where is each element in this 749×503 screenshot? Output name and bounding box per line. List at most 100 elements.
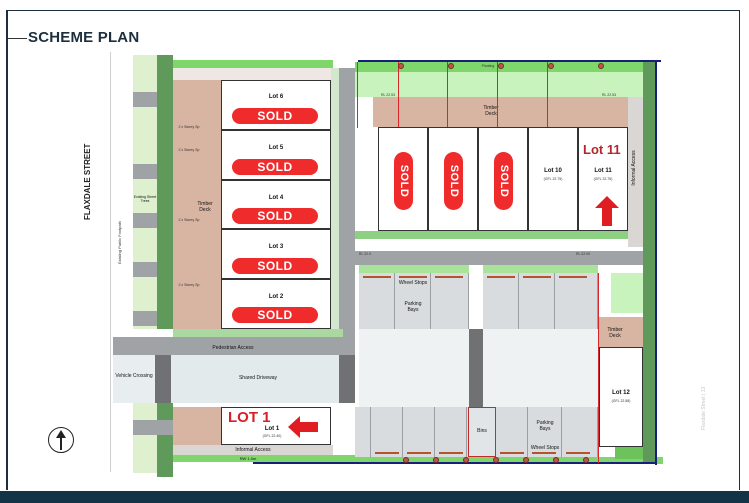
parking-bay[interactable] xyxy=(528,407,562,457)
driveway-stub xyxy=(133,311,158,326)
lawn-bottom-right xyxy=(355,457,663,464)
lot-12-deck xyxy=(599,317,643,347)
wheel-stop xyxy=(399,276,427,278)
lot-1-deck xyxy=(173,407,221,445)
bins-enclosure: Bins xyxy=(468,407,496,457)
wheel-stop xyxy=(559,276,587,278)
tree-icon xyxy=(553,457,559,463)
north-units-hedge xyxy=(355,231,655,239)
north-arrow-shaft xyxy=(60,432,62,450)
rl-top-right: RL 22.53 xyxy=(601,93,617,97)
lot-7-unit[interactable]: SOLD xyxy=(378,127,428,231)
north-strip-boundary xyxy=(358,60,661,62)
rl-mid-right: RL 22.00 xyxy=(575,252,591,256)
storey-note: 2 x Storey Sp xyxy=(178,125,200,129)
parking-bay[interactable] xyxy=(359,273,395,329)
parking-bays-label: Parking Bays xyxy=(536,420,554,432)
driveway-stub xyxy=(133,92,158,107)
parking-bay[interactable] xyxy=(355,407,371,457)
central-lane xyxy=(355,251,655,265)
north-arrow-icon xyxy=(48,427,74,453)
pedestrian-access-label: Pedestrian Access xyxy=(212,345,254,351)
parking-hedge-right xyxy=(483,265,598,273)
wheel-stop xyxy=(363,276,391,278)
parking-bay[interactable] xyxy=(483,273,519,329)
page-title: SCHEME PLAN xyxy=(28,29,140,46)
access-lane-west xyxy=(339,68,355,368)
north-yards xyxy=(355,72,655,97)
lot-3-sold-badge: SOLD xyxy=(232,258,318,274)
parking-bay[interactable] xyxy=(562,407,598,457)
lot-5-unit[interactable]: Lot 5 SOLD xyxy=(221,130,331,180)
informal-access-right-label: Informal Access xyxy=(631,150,637,186)
lot-boundary xyxy=(547,62,548,128)
tree-icon xyxy=(398,63,404,69)
parking-bay[interactable] xyxy=(435,407,467,457)
lot-1-verge xyxy=(133,403,157,473)
lot-2-unit[interactable]: Lot 2 SOLD xyxy=(221,279,331,329)
footer-bar xyxy=(0,491,749,503)
pedestrian-access xyxy=(113,337,355,355)
lot-12-lawn xyxy=(615,447,643,459)
lot-12-label: Lot 12 xyxy=(612,390,630,396)
lot-2-sold-badge: SOLD xyxy=(232,307,318,323)
arrow-left-icon xyxy=(288,416,318,438)
hedge-south-units xyxy=(173,329,343,337)
lot-11-unit[interactable]: Lot 11 Lot 11 (GFL 22.75) xyxy=(578,127,628,231)
lot-10-label: Lot 10 xyxy=(544,168,562,174)
shared-driveway xyxy=(171,355,339,403)
parking-bay[interactable] xyxy=(496,407,528,457)
north-arrow-head xyxy=(56,430,66,438)
parking-canopy-right xyxy=(483,329,598,407)
title-rule xyxy=(8,38,27,39)
watermark: Flaxdale Street | 13 xyxy=(701,386,707,430)
lot-1-label: Lot 1 xyxy=(264,426,280,432)
wheel-stop xyxy=(500,452,524,454)
parking-bay[interactable] xyxy=(395,273,431,329)
lot-8-unit[interactable]: SOLD xyxy=(428,127,478,231)
planting-strip xyxy=(331,68,339,329)
lot-10-unit[interactable]: Lot 10 (GFL 22.75) xyxy=(528,127,578,231)
vehicle-crossing-label: Vehicle Crossing xyxy=(115,373,153,379)
lot-7-sold-badge: SOLD xyxy=(394,152,413,210)
rw-bottom-label: RW 1.0m xyxy=(239,456,257,461)
existing-street-trees-label: Existing Street Trees xyxy=(133,195,157,203)
parking-bays-north-left: Wheel Stops Parking Bays xyxy=(359,273,469,329)
wheel-stop xyxy=(523,276,551,278)
timber-deck-top-label: Timber Deck xyxy=(483,105,499,117)
parking-bay[interactable] xyxy=(555,273,598,329)
informal-access-right xyxy=(628,97,643,247)
parking-canopy-left xyxy=(359,329,469,407)
parking-bay[interactable] xyxy=(403,407,435,457)
parking-bays-label: Parking Bays xyxy=(404,301,422,313)
lot-boundary xyxy=(497,62,498,128)
bins-label: Bins xyxy=(477,428,487,434)
lot-9-unit[interactable]: SOLD xyxy=(478,127,528,231)
lot-12-boundary xyxy=(598,273,599,463)
parking-bay[interactable] xyxy=(431,273,469,329)
driveway-stub xyxy=(133,213,158,228)
tree-icon xyxy=(493,457,499,463)
lot-1-gfl: (GFL 22.40) xyxy=(262,434,282,438)
parking-bay[interactable] xyxy=(371,407,403,457)
page-frame xyxy=(6,10,740,490)
lot-4-unit[interactable]: Lot 4 SOLD xyxy=(221,180,331,229)
hedge-east xyxy=(643,62,655,462)
lot-12-unit[interactable]: Lot 12 (GFL 22.58) xyxy=(599,347,643,447)
wheel-stop xyxy=(439,452,463,454)
tree-icon xyxy=(548,63,554,69)
lot-boundary xyxy=(398,62,399,128)
storey-note: 2 x Storey Sp xyxy=(178,218,200,222)
storey-note: 2 x Storey Sp xyxy=(178,148,200,152)
wheel-stops-label: Wheel Stops xyxy=(398,280,428,286)
lot-1-hedge xyxy=(157,403,173,477)
lot-1-unit[interactable]: LOT 1 Lot 1 (GFL 22.40) xyxy=(221,407,331,445)
driveway-edge xyxy=(339,355,355,403)
parking-bay[interactable] xyxy=(519,273,555,329)
lot-3-unit[interactable]: Lot 3 SOLD xyxy=(221,229,331,279)
tree-icon xyxy=(448,63,454,69)
lot-6-unit[interactable]: Lot 6 SOLD xyxy=(221,80,331,130)
tree-icon xyxy=(433,457,439,463)
path-top xyxy=(173,68,333,80)
lawn-strip-top xyxy=(173,60,333,68)
